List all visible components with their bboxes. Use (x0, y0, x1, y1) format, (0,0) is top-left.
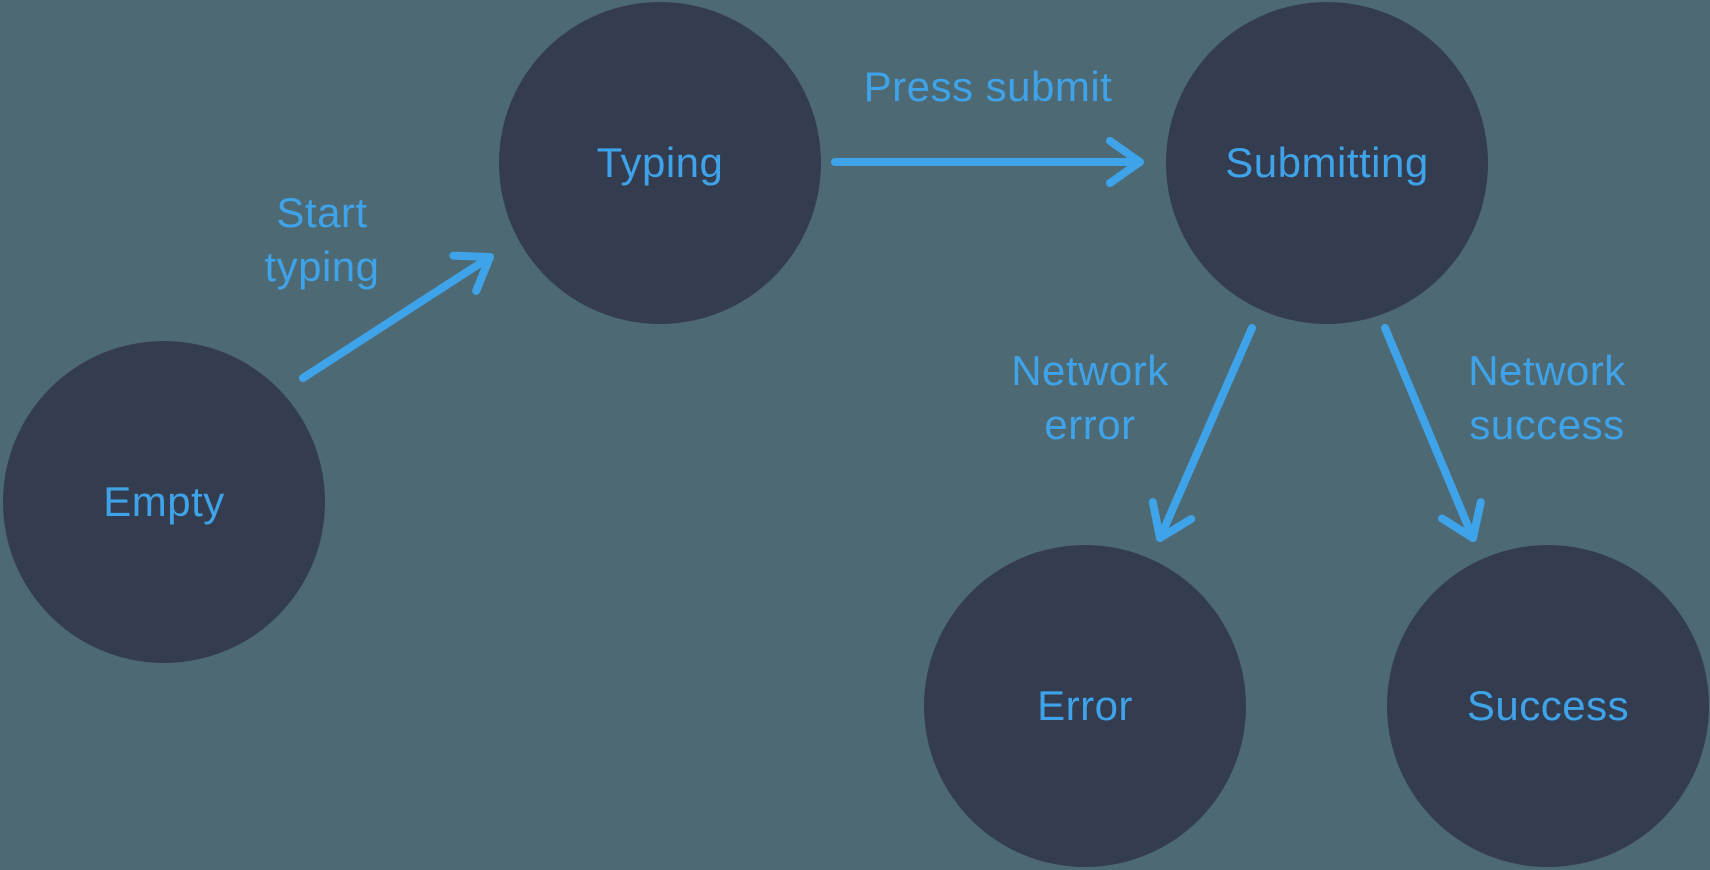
edge-label-network-success: Network success (1422, 344, 1672, 452)
edge-label-line: Press submit (863, 63, 1113, 110)
edge-label-line: Network (1011, 347, 1169, 394)
node-typing-label: Typing (596, 139, 724, 186)
edge-label-line: success (1469, 401, 1625, 448)
node-typing: Typing (499, 2, 821, 324)
node-error: Error (924, 545, 1246, 867)
node-success-label: Success (1466, 682, 1630, 729)
edge-label-press-submit: Press submit (838, 60, 1138, 114)
node-submitting: Submitting (1166, 2, 1488, 324)
node-empty-label: Empty (103, 478, 225, 525)
edge-label-line: Network (1468, 347, 1626, 394)
edge-label-line: Start (276, 189, 368, 236)
node-success: Success (1387, 545, 1709, 867)
node-empty: Empty (3, 341, 325, 663)
edge-label-start-typing: Start typing (197, 186, 447, 294)
edge-label-line: error (1044, 401, 1136, 448)
edge-label-network-error: Network error (965, 344, 1215, 452)
edge-label-line: typing (264, 243, 380, 290)
node-submitting-label: Submitting (1225, 139, 1429, 186)
node-error-label: Error (1037, 682, 1133, 729)
